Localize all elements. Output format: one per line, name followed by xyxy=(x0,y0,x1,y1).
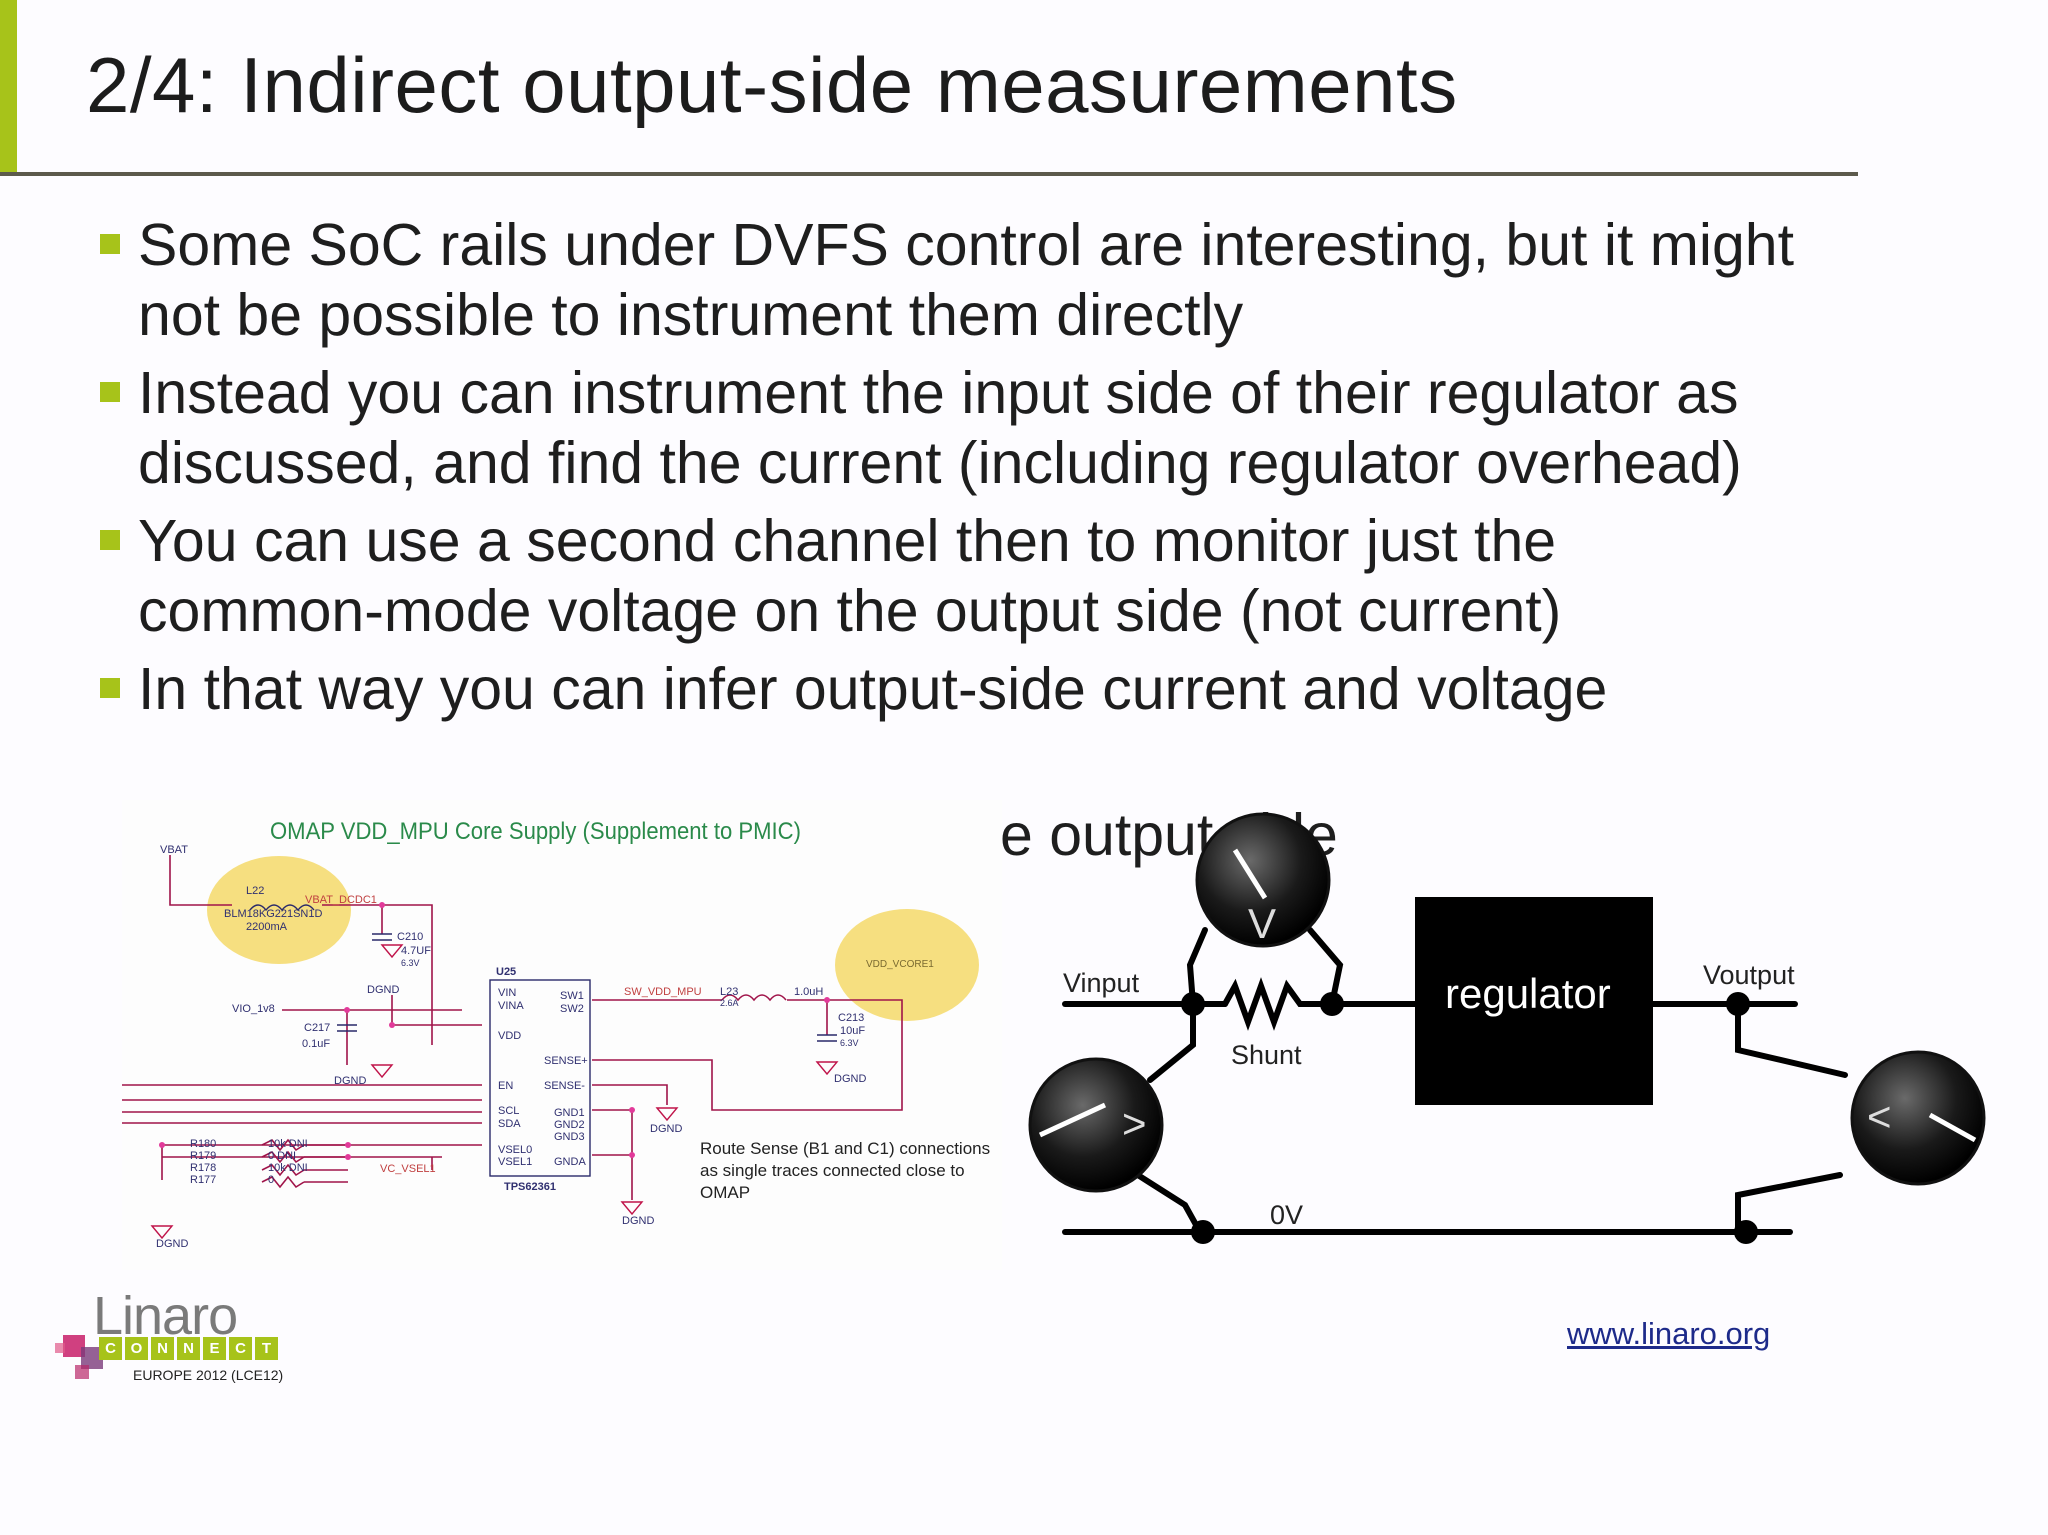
linaro-website-link[interactable]: www.linaro.org xyxy=(1567,1316,1771,1351)
schematic-pin-sense-minus: SENSE- xyxy=(544,1080,585,1092)
schematic-pin-vsel1: VSEL1 xyxy=(498,1156,533,1168)
schematic-label-dgnd: DGND xyxy=(622,1215,655,1227)
label-voutput: Voutput xyxy=(1703,960,1795,990)
schematic-label-l23: L23 xyxy=(720,986,739,998)
schematic-pin-sense-plus: SENSE+ xyxy=(544,1055,588,1067)
bullet-item: You can use a second channel then to mon… xyxy=(100,506,1800,646)
schematic-label-r180-value: 10k DNI xyxy=(268,1138,308,1150)
schematic-label-r179-value: 0 DNI xyxy=(268,1150,297,1162)
schematic-label-u25: U25 xyxy=(496,966,517,978)
meter-right-label: < xyxy=(1867,1093,1892,1140)
bullet-item: Some SoC rails under DVFS control are in… xyxy=(100,210,1800,350)
schematic-label-vc-vsel: VC_VSEL1 xyxy=(380,1163,436,1175)
schematic-label-c210-value: 4.7UF xyxy=(401,945,431,957)
bullet-item: In that way you can infer output-side cu… xyxy=(100,654,1800,724)
schematic-label-dgnd: DGND xyxy=(334,1075,367,1087)
schematic-label-r177-value: 0 xyxy=(268,1174,275,1186)
schematic-label-r178-value: 10k DNI xyxy=(268,1162,308,1174)
schematic-label-vbat: VBAT xyxy=(160,844,188,856)
schematic-pin-gnd2: GND2 xyxy=(554,1119,585,1131)
meter-left-label: > xyxy=(1122,1100,1147,1147)
circuit-drawing xyxy=(1028,812,1986,1244)
logo-wordmark: Linaro xyxy=(93,1286,238,1346)
schematic-label-dgnd: DGND xyxy=(834,1073,867,1085)
schematic-label-vdd-vcore: VDD_VCORE1 xyxy=(866,959,934,970)
schematic-label-vio: VIO_1v8 xyxy=(232,1003,275,1015)
schematic-label-ferrite: BLM18KG221SN1D xyxy=(224,908,323,920)
schematic-drawing xyxy=(122,855,979,1240)
schematic-title: OMAP VDD_MPU Core Supply (Supplement to … xyxy=(270,818,801,845)
schematic-label-r179: R179 xyxy=(190,1150,217,1162)
schematic-label-l23-rating: 2.6A xyxy=(720,998,739,1008)
schematic-label-c213-value: 10uF xyxy=(840,1025,866,1037)
schematic-label-c213: C213 xyxy=(838,1012,865,1024)
bullet-item: Instead you can instrument the input sid… xyxy=(100,358,1800,498)
schematic-pin-gnd1: GND1 xyxy=(554,1107,585,1119)
schematic-label-c210: C210 xyxy=(397,931,424,943)
logo-tile: O xyxy=(125,1337,148,1360)
schematic-label-sw-vdd-mpu: SW_VDD_MPU xyxy=(624,986,702,998)
schematic-label-c213-voltage: 6.3V xyxy=(840,1038,859,1048)
title-divider xyxy=(0,172,1858,176)
schematic-pin-sda: SDA xyxy=(498,1118,521,1130)
schematic-label-c210-voltage: 6.3V xyxy=(401,958,420,968)
schematic-label-vbat-dcdc: VBAT_DCDC1 xyxy=(305,894,377,906)
schematic-label-l23-value: 1.0uH xyxy=(794,986,824,998)
linaro-connect-logo: Linaro C O N N E C T EUROPE 2012 (LCE12) xyxy=(55,1285,315,1385)
label-vinput: Vinput xyxy=(1063,968,1140,998)
regulator-circuit-diagram: Vinput Voutput Shunt regulator 0V V > < xyxy=(1010,800,2000,1270)
label-regulator: regulator xyxy=(1445,970,1611,1017)
title-accent-bar xyxy=(0,0,17,176)
schematic-pin-en: EN xyxy=(498,1080,514,1092)
schematic-pin-sw1: SW1 xyxy=(560,990,584,1002)
logo-tile: E xyxy=(203,1337,226,1360)
schematic-label-l22: L22 xyxy=(246,885,265,897)
schematic-label-c217: C217 xyxy=(304,1022,331,1034)
logo-connect-tiles: C O N N E C T xyxy=(99,1337,278,1360)
schematic-pin-vsel0: VSEL0 xyxy=(498,1144,533,1156)
logo-tile: N xyxy=(151,1337,174,1360)
schematic-label-chip: TPS62361 xyxy=(504,1181,556,1193)
bullet-list: Some SoC rails under DVFS control are in… xyxy=(100,210,1800,732)
schematic-label-dgnd: DGND xyxy=(367,984,400,996)
schematic-pin-vdd: VDD xyxy=(498,1030,522,1042)
schematic-pin-sw2: SW2 xyxy=(560,1003,584,1015)
logo-tile: T xyxy=(255,1337,278,1360)
schematic-label-r180: R180 xyxy=(190,1138,217,1150)
schematic-label-c217-value: 0.1uF xyxy=(302,1038,331,1050)
logo-subtitle: EUROPE 2012 (LCE12) xyxy=(133,1367,284,1383)
voltmeter-top-label: V xyxy=(1248,900,1277,947)
schematic-label-r177: R177 xyxy=(190,1174,217,1186)
schematic-label-ferrite-rating: 2200mA xyxy=(246,921,287,933)
schematic-pin-gnda: GNDA xyxy=(554,1156,586,1168)
logo-tile: C xyxy=(229,1337,252,1360)
label-shunt: Shunt xyxy=(1231,1040,1302,1070)
logo-tile: C xyxy=(99,1337,122,1360)
schematic-label-dgnd: DGND xyxy=(650,1123,683,1135)
schematic-image: OMAP VDD_MPU Core Supply (Supplement to … xyxy=(122,800,1002,1270)
label-zero-volts: 0V xyxy=(1270,1200,1304,1230)
logo-tile: N xyxy=(177,1337,200,1360)
regulator-box xyxy=(1415,897,1653,1105)
schematic-note: Route Sense (B1 and C1) connections as s… xyxy=(700,1139,991,1202)
schematic-pin-vin: VIN xyxy=(498,987,517,999)
schematic-label-dgnd: DGND xyxy=(156,1238,189,1250)
schematic-pin-vina: VINA xyxy=(498,1000,524,1012)
schematic-label-r178: R178 xyxy=(190,1162,217,1174)
schematic-pin-gnd3: GND3 xyxy=(554,1131,585,1143)
slide-title: 2/4: Indirect output-side measurements xyxy=(86,41,1458,129)
schematic-pin-scl: SCL xyxy=(498,1105,520,1117)
